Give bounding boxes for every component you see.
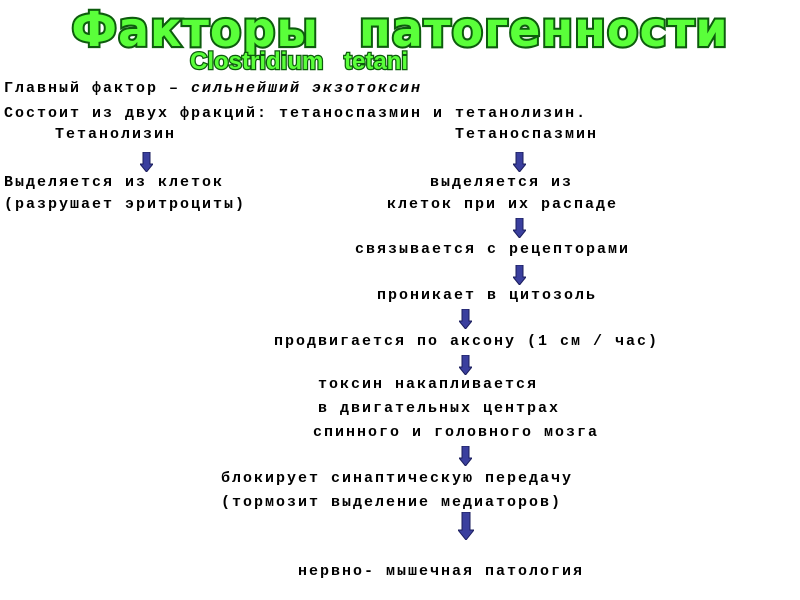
main-factor-line: Главный фактор – сильнейший экзотоксин	[4, 80, 422, 97]
fractions-line: Состоит из двух фракций: тетаноспазмин и…	[4, 105, 588, 122]
arrow-down-icon	[513, 152, 526, 172]
subtitle: Clostridium tetani	[189, 47, 410, 77]
arrow-down-icon	[459, 355, 472, 375]
tetanospasmin-heading: Тетаноспазмин	[455, 126, 599, 143]
step-accumulates-3: спинного и головного мозга	[313, 424, 600, 441]
step-accumulates-2: в двигательных центрах	[318, 400, 561, 417]
arrow-down-icon	[513, 265, 526, 285]
step-receptors: связывается с рецепторами	[355, 241, 631, 258]
lysin-line-1: Выделяется из клеток	[4, 174, 225, 191]
title-word-2: патогенности	[357, 0, 730, 59]
spasmin-line-1: выделяется из	[430, 174, 574, 191]
step-cytosol: проникает в цитозоль	[377, 287, 598, 304]
arrow-down-icon	[459, 446, 472, 466]
main-factor-italic: сильнейший экзотоксин	[191, 80, 423, 97]
arrow-down-icon	[140, 152, 153, 172]
lysin-line-2: (разрушает эритроциты)	[4, 196, 247, 213]
arrow-down-icon	[513, 218, 526, 238]
step-block-2: (тормозит выделение медиаторов)	[221, 494, 563, 511]
step-final: нервно- мышечная патология	[298, 563, 585, 580]
arrow-down-icon	[459, 309, 472, 329]
spasmin-line-2: клеток при их распаде	[387, 196, 619, 213]
arrow-down-icon	[458, 512, 474, 540]
step-block-1: блокирует синаптическую передачу	[221, 470, 574, 487]
step-axon: продвигается по аксону (1 см / час)	[274, 333, 660, 350]
page-title: Факторы патогенности	[0, 0, 800, 59]
title-word-1: Факторы	[69, 0, 320, 59]
tetanolysin-heading: Тетанолизин	[55, 126, 177, 143]
step-accumulates-1: токсин накапливается	[318, 376, 539, 393]
main-factor-prefix: Главный фактор –	[4, 80, 192, 97]
